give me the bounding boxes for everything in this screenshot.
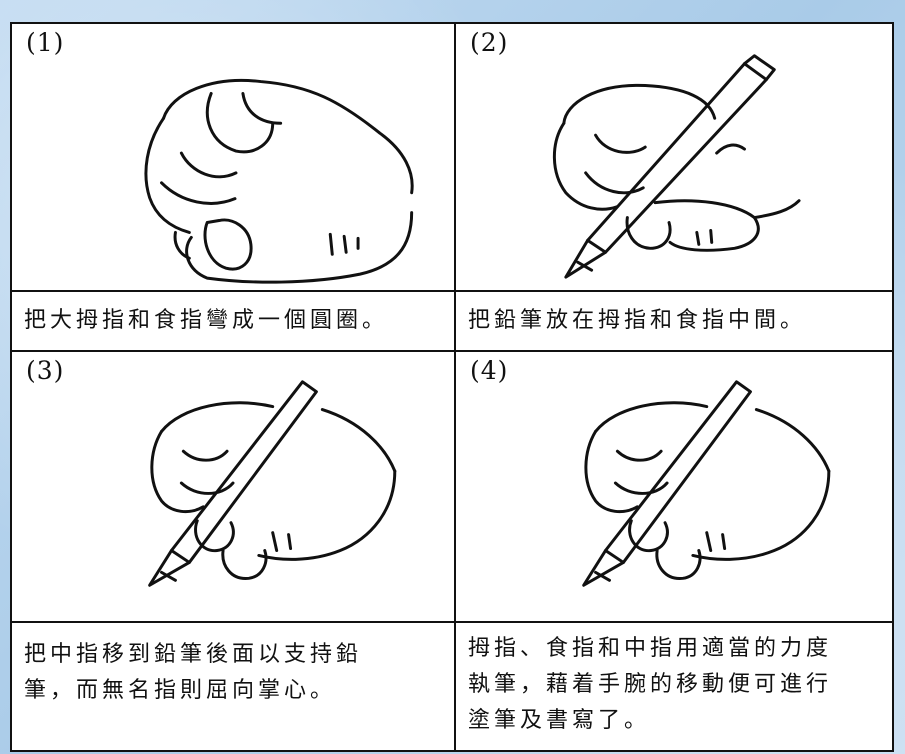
- step-4-caption-line-1: 拇指、食指和中指用適當的力度: [468, 636, 833, 661]
- step-1-number: (1): [26, 28, 65, 57]
- fist-circle-illustration: [144, 79, 414, 284]
- step-1-caption-cell: 把大拇指和食指彎成一個圓圈。: [12, 292, 456, 352]
- step-3-number: (3): [26, 356, 65, 385]
- step-4-image-cell: (4): [456, 352, 892, 623]
- step-2-image-cell: (2): [456, 24, 892, 292]
- step-3-caption-line-2: 筆，而無名指則屈向掌心。: [24, 678, 337, 703]
- step-3-image-cell: (3): [12, 352, 456, 623]
- step-2-caption-cell: 把鉛筆放在拇指和食指中間。: [456, 292, 892, 352]
- pencil-placed-illustration: [552, 54, 801, 279]
- step-1-image-cell: (1): [12, 24, 456, 292]
- step-4-caption: 拇指、食指和中指用適當的力度 執筆，藉着手腕的移動便可進行 塗筆及書寫了。: [456, 623, 892, 739]
- step-2-number: (2): [470, 28, 509, 57]
- step-3-caption-line-1: 把中指移到鉛筆後面以支持鉛: [24, 642, 363, 667]
- step-2-caption: 把鉛筆放在拇指和食指中間。: [468, 308, 807, 333]
- pencil-grip-instruction-table: (1) (2): [10, 22, 894, 752]
- step-3-caption: 把中指移到鉛筆後面以支持鉛 筆，而無名指則屈向掌心。: [12, 623, 454, 709]
- step-4-caption-cell: 拇指、食指和中指用適當的力度 執筆，藉着手腕的移動便可進行 塗筆及書寫了。: [456, 623, 892, 750]
- writing-grip-illustration: [582, 380, 831, 587]
- step-1-caption: 把大拇指和食指彎成一個圓圈。: [24, 308, 389, 333]
- middle-finger-support-illustration: [148, 380, 397, 587]
- step-4-number: (4): [470, 356, 509, 385]
- step-4-caption-line-3: 塗筆及書寫了。: [468, 708, 651, 733]
- step-3-caption-cell: 把中指移到鉛筆後面以支持鉛 筆，而無名指則屈向掌心。: [12, 623, 456, 750]
- step-4-caption-line-2: 執筆，藉着手腕的移動便可進行: [468, 672, 833, 697]
